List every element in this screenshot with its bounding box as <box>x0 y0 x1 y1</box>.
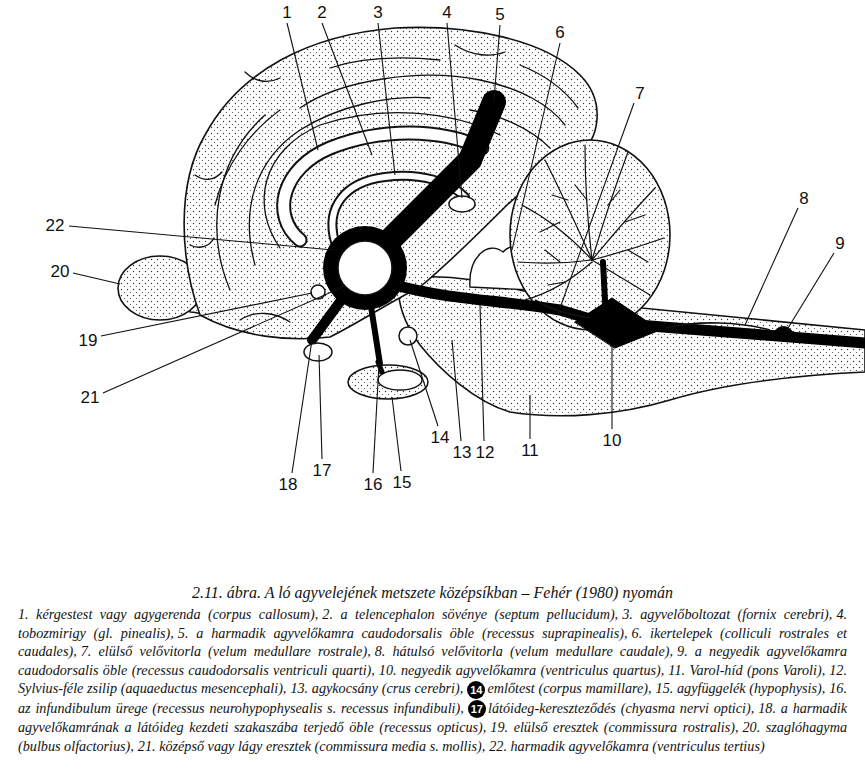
folium <box>592 238 664 260</box>
callout-number: 13 <box>452 444 473 461</box>
callout-number: 14 <box>430 429 451 446</box>
callout-number: 7 <box>634 85 645 102</box>
leader-line <box>745 208 798 325</box>
sulcus <box>240 313 290 322</box>
leader-line <box>373 364 379 473</box>
callout-number: 11 <box>520 442 540 459</box>
pineal-gland <box>449 196 475 212</box>
callout-number: 6 <box>554 24 565 41</box>
callout-number: 15 <box>392 474 413 491</box>
sulcus <box>215 110 280 205</box>
brain-outline <box>118 27 865 415</box>
velum-caudale <box>665 323 770 330</box>
figure-caption: 2.11. ábra. A ló agyvelejének metszete k… <box>18 584 847 602</box>
legend-entry: 11. Varol-híd (pons Varoli), <box>668 662 825 678</box>
folium <box>522 205 592 260</box>
third-ventricle <box>390 102 494 240</box>
callout-number: 9 <box>834 235 845 252</box>
caption-block: 2.11. ábra. A ló agyvelejének metszete k… <box>18 584 847 755</box>
callout-number: 3 <box>372 4 383 21</box>
infundibular-recess <box>370 300 380 364</box>
leader-line <box>611 345 612 429</box>
legend-entry: 5. a harmadik agyvelőkamra caudodorsalis… <box>178 625 628 641</box>
leader-line <box>287 23 318 150</box>
sulcus <box>300 75 565 125</box>
callout-number: 17 <box>312 462 333 479</box>
legend-entry: 21. középső vagy lágy eresztek (commissu… <box>138 738 485 754</box>
leader-line <box>785 253 834 333</box>
legend-entry: 8. hátulsó velővitorla (velum medullare … <box>375 643 673 659</box>
commissura-rostralis <box>311 285 325 299</box>
leader-line <box>292 340 312 473</box>
folium-branch <box>540 185 648 285</box>
leader-line <box>512 43 560 250</box>
legend-entry: látóideg-kereszteződés (chyasma nervi op… <box>488 700 754 716</box>
leader-line <box>494 25 500 100</box>
callout-number: 2 <box>316 4 327 21</box>
callout-number: 16 <box>363 476 384 493</box>
folium <box>585 145 592 260</box>
folium <box>525 262 592 300</box>
velum-rostrale <box>535 300 590 318</box>
leader-line <box>378 23 395 175</box>
callout-number: 8 <box>798 190 809 207</box>
sulcus <box>217 115 265 290</box>
callout-number: 5 <box>494 6 505 23</box>
brain-section <box>0 0 865 580</box>
callout-number: 19 <box>78 332 99 349</box>
callout-number: 10 <box>602 432 623 449</box>
leader-lines <box>69 23 834 473</box>
folium <box>518 260 592 263</box>
fastigium <box>603 262 606 320</box>
legend-entry: 2. a telencephalon sövénye (septum pellu… <box>322 606 618 622</box>
leader-line <box>69 226 333 250</box>
sulcus <box>520 65 578 108</box>
optic-chiasm <box>304 343 332 361</box>
legend-entry: 1. kérgestest vagy agygerenda (corpus ca… <box>18 606 318 622</box>
callout-number: 20 <box>50 263 71 280</box>
callout-number: 22 <box>45 217 66 234</box>
legend-entry: 22. harmadik agyvelőkamra (ventriculus t… <box>489 738 764 754</box>
vela <box>535 300 770 330</box>
small-structures <box>304 196 475 399</box>
leader-line <box>560 103 634 308</box>
ventricles <box>312 102 865 364</box>
leader-line <box>447 23 462 198</box>
legend-entry: emlőtest (corpus mamillare), <box>487 680 651 696</box>
leader-line <box>319 355 322 459</box>
legend-paragraph: 1. kérgestest vagy agygerenda (corpus ca… <box>18 605 847 755</box>
hypophysis <box>348 365 428 399</box>
legend-entry: 13. agykocsány (crus cerebri), <box>290 680 463 696</box>
callout-number: 4 <box>441 4 452 21</box>
leader-line <box>322 23 372 155</box>
caudodorsal-recess <box>770 327 796 341</box>
sulcus <box>195 172 222 179</box>
leader-line <box>73 273 120 284</box>
leader-line <box>480 305 484 441</box>
legend-entry: 19. elülső eresztek (commissura rostrali… <box>490 719 738 735</box>
sulcus <box>245 72 280 81</box>
callout-number: 21 <box>80 389 101 406</box>
circled-number: 14 <box>467 681 485 699</box>
optic-recess <box>312 295 345 340</box>
mammillary-body <box>399 327 417 345</box>
legend-entry: 7. elülső velővitorla (velum medullare r… <box>81 643 371 659</box>
fourth-ventricle <box>575 298 660 348</box>
callout-number: 12 <box>475 444 496 461</box>
leader-line <box>410 340 438 426</box>
neurohypophysis <box>378 370 422 390</box>
leader-line <box>103 286 345 393</box>
commissura-media <box>338 241 392 295</box>
folium <box>592 188 655 260</box>
circled-number: 17 <box>468 700 486 718</box>
sulcus <box>330 58 440 68</box>
leader-line <box>529 395 530 439</box>
leader-line <box>392 397 401 471</box>
leader-line <box>452 340 461 441</box>
callout-number: 18 <box>278 476 299 493</box>
legend-entry: 10. negyedik agyvelőkamra (ventriculus q… <box>379 662 665 678</box>
legend-entry: 3. agyvelőboltozat (fornix cerebri), <box>622 606 832 622</box>
legend-entry: 15. agyfüggelék (hypophysis), <box>656 680 826 696</box>
callout-number: 1 <box>281 4 292 21</box>
